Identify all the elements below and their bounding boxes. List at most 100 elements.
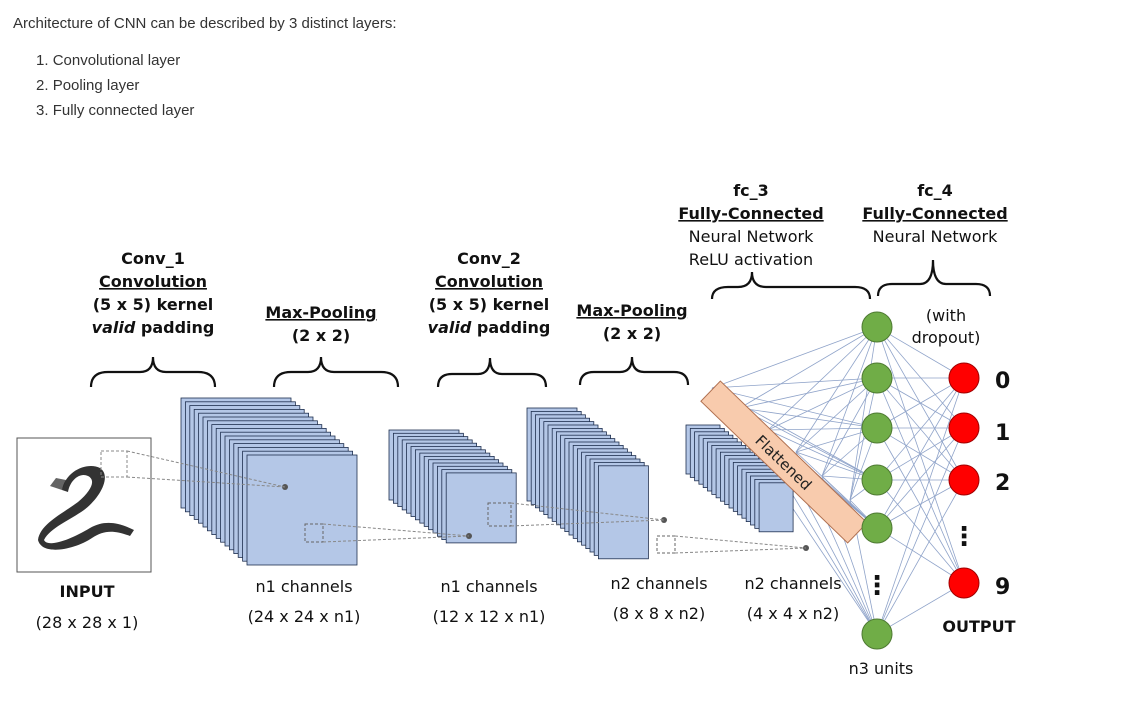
network-nodes [861,311,980,650]
feature-map [758,482,794,533]
connection-line [876,582,965,635]
conv2-padding: valid padding [428,318,551,337]
conv1-type: Convolution [99,272,207,291]
connection-line [876,326,965,379]
stack-conv2 [526,407,649,560]
stack-conv1 [180,397,358,566]
conv1-kernel: (5 x 5) kernel [93,295,214,314]
stage-dims: (8 x 8 x n2) [613,604,705,623]
fc3-desc: Neural Network [689,227,814,246]
connection-line [767,326,878,431]
stage-channels: n1 channels [255,577,352,596]
connection-line [876,527,965,584]
hidden-node [861,618,893,650]
layer-list: 1. Convolutional layer 2. Pooling layer … [36,48,194,123]
list-item: 3. Fully connected layer [36,102,195,119]
stage-channels: n2 channels [610,574,707,593]
fc4-dropout-note: dropout) [912,328,981,347]
layer-headers: Conv_1 Convolution (5 x 5) kernel valid … [92,181,1008,347]
connection-line [876,479,965,635]
hidden-node [861,512,893,544]
conv2-kernel: (5 x 5) kernel [429,295,550,314]
input-label: INPUT [60,582,115,601]
output-digit: 0 [995,369,1010,394]
connection-line [849,326,878,501]
connection-line [767,377,878,431]
fc3-name: fc_3 [733,181,769,200]
fc4-desc: Neural Network [873,227,998,246]
pool2-type: Max-Pooling [576,301,687,320]
feature-map [598,465,649,560]
connection-line [795,326,878,453]
hidden-node [861,362,893,394]
receptive-field-conv1 [304,523,324,543]
connection-line [767,429,878,481]
connection-line [876,326,965,429]
list-item: 1. Convolutional layer [36,52,181,69]
pool1-type: Max-Pooling [265,303,376,322]
fc4-type: Fully-Connected [862,204,1007,223]
brace-fc3 [710,271,872,300]
conv1-name: Conv_1 [121,249,185,268]
hidden-node [861,464,893,496]
hidden-node [861,412,893,444]
connection-line [739,407,878,429]
stage-channels: n1 channels [440,577,537,596]
connection-line [876,326,965,481]
feature-map-stacks [180,397,794,566]
brace-conv1 [89,356,217,388]
connection-line [711,377,878,389]
connection-line [795,377,878,453]
fc3-type: Fully-Connected [678,204,823,223]
output-node [948,464,980,496]
mapping-dot [661,517,667,523]
stage-dims: (12 x 12 x n1) [433,607,546,626]
output-digits: 0 1 2 9 [995,369,1010,600]
output-node [948,567,980,599]
connection-line [876,377,965,635]
output-digit: 1 [995,421,1010,446]
feature-map [246,454,358,566]
connection-line [739,326,878,409]
conv1-padding: valid padding [92,318,215,337]
receptive-field-conv2 [487,502,512,527]
output-ellipsis: ⋮ [951,522,977,552]
conv2-type: Convolution [435,272,543,291]
output-node [948,412,980,444]
hidden-ellipsis: ⋮ [864,571,890,601]
digit-image [38,466,134,550]
bottom-labels: INPUT (28 x 28 x 1) n1 channels (24 x 24… [36,574,1016,678]
connection-line [767,427,878,431]
stage-dims: (24 x 24 x n1) [248,607,361,626]
receptive-field-pool2 [656,535,676,554]
stack-pool1 [388,429,517,544]
units-label: n3 units [849,659,914,678]
connection-line [876,377,965,529]
stage-dims: (4 x 4 x n2) [747,604,839,623]
connection-line [876,377,965,584]
intro-text: Architecture of CNN can be described by … [13,15,397,32]
connection-line [739,407,878,481]
connection-line [739,377,878,409]
feature-map [445,472,517,544]
output-digit: 2 [995,471,1010,496]
ellipses: ⋮ ⋮ [864,522,977,601]
brace-pool2 [578,356,690,386]
connection-line [821,326,878,477]
pool1-size: (2 x 2) [292,326,350,345]
fc4-name: fc_4 [917,181,953,200]
braces [89,259,992,388]
connection-line [876,479,965,529]
fc3-activation: ReLU activation [689,250,813,269]
input-dims: (28 x 28 x 1) [36,613,139,632]
connection-line [876,427,965,529]
pool2-size: (2 x 2) [603,324,661,343]
hidden-node [861,311,893,343]
stack-pool2 [685,424,794,533]
stage-channels: n2 channels [744,574,841,593]
connection-line [711,387,878,429]
connection-line [876,377,965,481]
receptive-field-input [100,450,128,478]
connection-line [876,326,965,584]
